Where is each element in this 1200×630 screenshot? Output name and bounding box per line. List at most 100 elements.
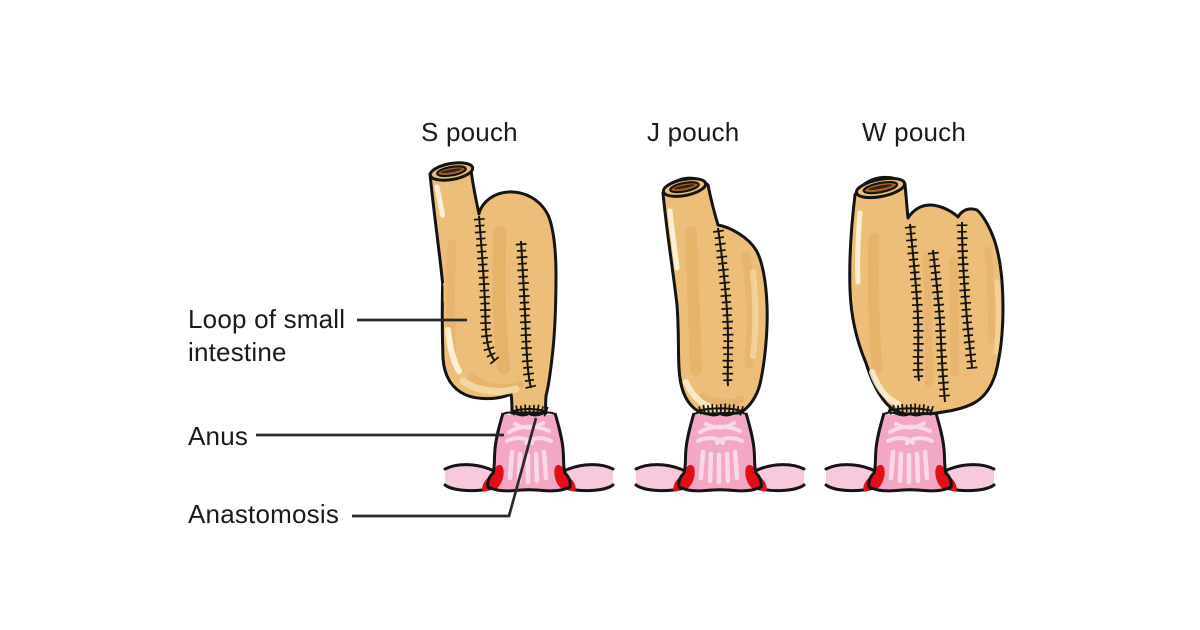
suture-tick: [474, 230, 486, 234]
j-highlights: [667, 208, 759, 411]
suture-tick: [525, 384, 537, 389]
suture-tick: [958, 276, 970, 279]
suture-tick: [937, 381, 949, 385]
suture-tick: [719, 275, 729, 278]
suture-tick: [522, 353, 532, 356]
suture-tick: [929, 258, 939, 262]
suture-tick: [516, 249, 527, 252]
j-anal-canal: [636, 413, 804, 494]
loop-of-small-intestine-label: Loop of small intestine: [188, 304, 346, 367]
suture-tick: [510, 407, 516, 416]
suture-tick: [515, 243, 527, 246]
suture-tick: [719, 281, 731, 285]
suture-tick: [714, 242, 726, 246]
w-shading: [868, 232, 995, 387]
suture-tick: [961, 308, 971, 311]
suture-tick: [523, 366, 533, 369]
suture-tick: [517, 269, 529, 272]
suture-tick: [962, 327, 974, 331]
suture-tick: [913, 375, 924, 378]
suture-tick: [933, 303, 945, 307]
suture-tick: [965, 347, 975, 350]
w-pouch-drawing: [826, 175, 1005, 494]
j-shading: [685, 226, 756, 407]
anus-label: Anus: [188, 421, 249, 451]
s-anal-canal: [445, 413, 613, 494]
suture-tick: [521, 346, 532, 350]
suture-tick: [486, 352, 496, 358]
suture-tick: [925, 405, 930, 415]
s-pouch-drawing: [428, 161, 613, 494]
suture-tick: [716, 249, 726, 252]
suture-tick: [907, 251, 919, 255]
suture-tick: [910, 271, 920, 274]
suture-tick: [936, 355, 948, 358]
suture-tick: [518, 275, 528, 278]
suture-tick: [524, 378, 535, 383]
suture-tick: [913, 403, 917, 414]
suture-tick: [722, 320, 734, 323]
suture-tick: [904, 225, 916, 229]
suture-tick: [711, 403, 714, 414]
j-pouch-drawing: [636, 176, 804, 494]
suture-tick: [921, 404, 925, 415]
w-pouch-title: W pouch: [862, 117, 967, 147]
suture-tick: [959, 288, 971, 292]
w-suture-line-3: [961, 221, 973, 369]
suture-tick: [476, 256, 488, 260]
w-anastomosis-sutures: [887, 407, 933, 412]
suture-tick: [939, 394, 950, 398]
j-bowel-opening: [661, 177, 708, 198]
suture-tick: [927, 251, 939, 255]
suture-tick: [911, 284, 921, 287]
suture-tick: [712, 229, 724, 233]
suture-tick: [717, 268, 729, 272]
suture-tick: [962, 321, 972, 324]
j-anastomosis-sutures: [697, 407, 743, 412]
suture-tick: [478, 282, 490, 286]
suture-tick: [933, 297, 943, 300]
suture-tick: [475, 224, 485, 227]
w-anal-canal: [826, 413, 994, 494]
suture-tick: [959, 282, 969, 285]
suture-tick: [938, 375, 948, 378]
suture-tick: [892, 404, 896, 415]
suture-tick: [518, 295, 530, 298]
suture-tick: [722, 314, 732, 317]
w-bowel-opening: [854, 176, 907, 200]
suture-tick: [937, 362, 947, 365]
suture-tick: [932, 290, 943, 294]
suture-tick: [908, 258, 919, 261]
suture-tick: [888, 406, 892, 415]
suture-tick: [517, 262, 527, 265]
anastomosis-label: Anastomosis: [188, 499, 340, 529]
suture-tick: [702, 404, 706, 415]
leader-lines: [256, 318, 538, 518]
suture-tick: [519, 405, 523, 414]
suture-tick: [519, 301, 530, 304]
suture-tick: [961, 314, 973, 318]
j-suture-line: [717, 227, 730, 387]
suture-tick: [907, 245, 917, 248]
suture-tick: [731, 404, 735, 415]
suture-tick: [908, 264, 920, 268]
suture-tick: [536, 404, 540, 415]
suture-tick: [521, 359, 533, 363]
suture-tick: [966, 360, 977, 363]
suture-tick: [475, 243, 487, 247]
suture-tick: [960, 301, 972, 305]
suture-tick: [523, 372, 535, 376]
anastomosis-label-line: [352, 417, 538, 518]
suture-tick: [698, 406, 702, 415]
suture-tick: [479, 295, 491, 299]
s-bowel-opening: [428, 161, 475, 182]
suture-tick: [897, 405, 900, 413]
suture-tick: [716, 255, 728, 259]
suture-tick: [723, 403, 727, 414]
suture-tick: [482, 340, 493, 345]
s-highlights: [434, 184, 520, 395]
w-highlights: [855, 210, 1001, 407]
j-pouch-title: J pouch: [647, 117, 740, 147]
suture-tick: [516, 256, 528, 259]
